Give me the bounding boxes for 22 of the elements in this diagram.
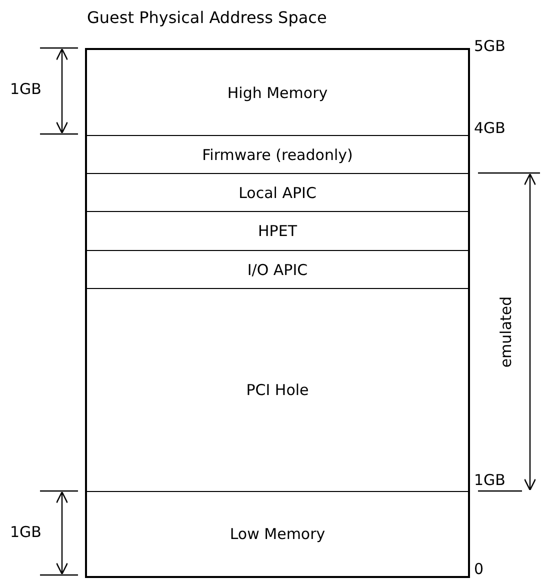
region-label: Local APIC bbox=[238, 184, 316, 202]
region-label: I/O APIC bbox=[247, 260, 308, 279]
address-label: 1GB bbox=[474, 471, 506, 489]
address-label: 0 bbox=[474, 560, 484, 578]
memory-region bbox=[85, 211, 470, 252]
memory-region bbox=[85, 173, 470, 212]
dimension-label: 1GB bbox=[10, 80, 42, 98]
address-label: 5GB bbox=[474, 37, 506, 55]
dimension-label: 1GB bbox=[10, 523, 42, 541]
region-label: High Memory bbox=[227, 84, 328, 102]
memory-region bbox=[85, 135, 470, 174]
region-label: HPET bbox=[258, 222, 297, 240]
memory-region bbox=[85, 48, 470, 136]
region-label: Firmware (readonly) bbox=[202, 146, 353, 164]
region-label: PCI Hole bbox=[246, 381, 309, 400]
region-label: Low Memory bbox=[230, 524, 326, 543]
memory-region bbox=[85, 250, 470, 290]
memory-region bbox=[85, 288, 470, 492]
memory-region bbox=[85, 491, 470, 578]
dimension-label: emulated bbox=[497, 296, 515, 368]
address-label: 4GB bbox=[474, 119, 506, 137]
diagram-title: Guest Physical Address Space bbox=[87, 8, 327, 27]
